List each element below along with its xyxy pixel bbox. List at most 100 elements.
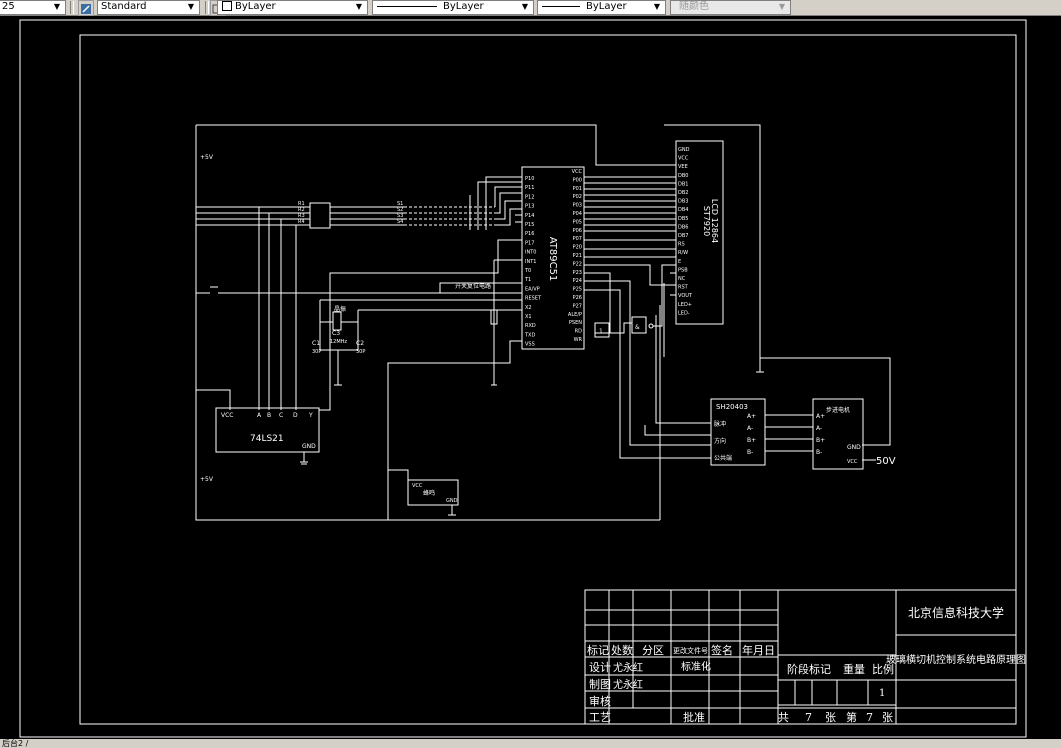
sheets-unit: 张 xyxy=(825,711,836,724)
text-style-select[interactable]: Standard ▼ xyxy=(97,0,200,15)
pin-label: P02 xyxy=(573,194,582,200)
wire-row-lines xyxy=(196,206,310,226)
pin-label: P05 xyxy=(573,219,582,225)
resistor-pack xyxy=(309,202,331,229)
pin-label: P27 xyxy=(573,303,582,309)
color-swatch-icon xyxy=(222,1,232,11)
hdr-docno: 更改文件号 xyxy=(673,646,708,655)
wire-driver-2 xyxy=(644,425,711,436)
pin-label: DB0 xyxy=(678,173,688,179)
label-c1-val: 30P xyxy=(312,349,321,355)
chevron-down-icon: ▼ xyxy=(653,2,661,11)
label-plus5v-bottom: +5V xyxy=(200,476,214,483)
pin-label: P15 xyxy=(525,222,534,228)
decoder-chip xyxy=(215,407,320,453)
wire-gate-out xyxy=(653,264,676,327)
pin-label: WR xyxy=(574,337,583,343)
plotstyle-select[interactable]: 随颜色 ▼ xyxy=(670,0,791,15)
pin-label: PSEN xyxy=(569,320,582,326)
wire-decoder-out xyxy=(319,239,522,411)
pin-label: TXD xyxy=(524,332,535,338)
driver-pin-en: 公共端 xyxy=(714,454,732,462)
toolbar-separator xyxy=(70,1,74,14)
hdr-count: 处数 xyxy=(611,644,633,657)
mcu-left-pins: P10P11P12P13P14P15P16P17INT0INT1T0T1EA/V… xyxy=(524,176,542,348)
text-style-icon[interactable] xyxy=(78,0,94,16)
wire-decoder-inputs xyxy=(258,207,297,410)
pin-label: DB4 xyxy=(678,207,688,213)
command-line-status: 后台2 / xyxy=(0,739,1061,748)
pin-label: P01 xyxy=(573,186,582,192)
pin-label: PSB xyxy=(678,267,688,273)
linetype-select[interactable]: ByLayer ▼ xyxy=(372,0,534,15)
motor-box xyxy=(812,398,864,470)
lcd-pin-labels: GNDVCCVEEDB0DB1DB2DB3DB4DB5DB6DB7RSR/WEP… xyxy=(678,147,693,316)
label-lcd-sub: ST7920 xyxy=(702,206,711,236)
label-decoder-vcc: VCC xyxy=(221,412,233,419)
pin-label: RD xyxy=(575,329,582,335)
gate-bubble xyxy=(648,323,654,329)
wire-buzzer xyxy=(388,469,409,480)
layer-select[interactable]: ByLayer ▼ xyxy=(217,0,368,15)
decoder-pin-d: D xyxy=(293,412,298,419)
pin-label: P17 xyxy=(525,240,534,246)
motor-pin-bp: B+ xyxy=(816,437,825,444)
pin-label: T1 xyxy=(524,277,531,283)
hdr-sign: 签名 xyxy=(711,643,733,657)
label-decoder: 74LS21 xyxy=(250,434,284,444)
lineweight-select[interactable]: ByLayer ▼ xyxy=(537,0,666,15)
pin-label: P00 xyxy=(573,177,582,183)
wire-left-rail xyxy=(195,125,660,521)
chevron-down-icon: ▼ xyxy=(355,2,363,11)
pin-label: P07 xyxy=(573,236,582,242)
label-buzzer-vcc: VCC xyxy=(412,483,423,489)
wire-en xyxy=(584,289,711,459)
wire-pulse xyxy=(655,315,711,424)
key-columns xyxy=(469,195,487,230)
wire-lcd-misc xyxy=(670,272,676,296)
label-gate1: 1 xyxy=(599,328,603,335)
sheets-total: 7 xyxy=(805,711,812,724)
label-c2-val: 30P xyxy=(356,349,365,355)
wire-rs xyxy=(584,264,676,286)
motor-pin-bm: B- xyxy=(816,449,822,456)
label-plus5v-top: +5V xyxy=(200,154,214,161)
pin-label: DB1 xyxy=(678,181,688,187)
pin-label: LED- xyxy=(678,310,690,316)
drawing-title: 玻璃横切机控制系统电路原理图 xyxy=(886,653,1026,666)
label-s1: S1 xyxy=(397,201,403,207)
pin-label: ALE/P xyxy=(568,312,582,318)
lcd-module xyxy=(675,140,724,325)
wire-dir xyxy=(584,280,711,446)
pin-label: DB3 xyxy=(678,199,688,205)
pin-label: X2 xyxy=(525,305,532,311)
pin-label: R/W xyxy=(678,250,688,256)
pin-label: P10 xyxy=(525,176,534,182)
pin-label: E xyxy=(678,259,681,265)
label-c1: C1 xyxy=(312,340,320,347)
pin-label: P12 xyxy=(525,194,534,200)
label-motor: 步进电机 xyxy=(826,406,850,414)
scale-value: 1 xyxy=(879,688,885,699)
chevron-down-icon: ▼ xyxy=(521,2,529,11)
motor-vcc-label: VCC xyxy=(847,459,858,465)
label-s2: S2 xyxy=(397,207,403,213)
drawing-canvas[interactable]: +5V +5V AT89C51 LCD 12864 ST7920 74LS21 … xyxy=(0,15,1061,739)
pin-label: INT1 xyxy=(525,259,536,265)
pin-label: P13 xyxy=(525,204,534,210)
paper-border xyxy=(19,19,1027,738)
wire-keys-to-mcu xyxy=(494,186,522,226)
wire-gate-path xyxy=(584,272,632,334)
wire-vss xyxy=(387,340,522,520)
driver-pin-pulse: 脉冲 xyxy=(714,420,726,428)
driver-module xyxy=(710,398,766,466)
pin-label: VCC xyxy=(678,156,689,162)
pin-label: P24 xyxy=(573,278,582,284)
wire-p10-p11 xyxy=(477,176,522,195)
wire-reset xyxy=(196,282,522,294)
properties-toolbar: 25 ▼ Standard ▼ ByLayer ▼ ByLayer ▼ ByLa… xyxy=(0,0,1061,16)
label-s3: S3 xyxy=(397,213,403,219)
decoder-pin-a: A xyxy=(257,412,262,419)
textstyle-size-select[interactable]: 25 ▼ xyxy=(0,0,66,15)
pin-label: P21 xyxy=(573,253,582,259)
